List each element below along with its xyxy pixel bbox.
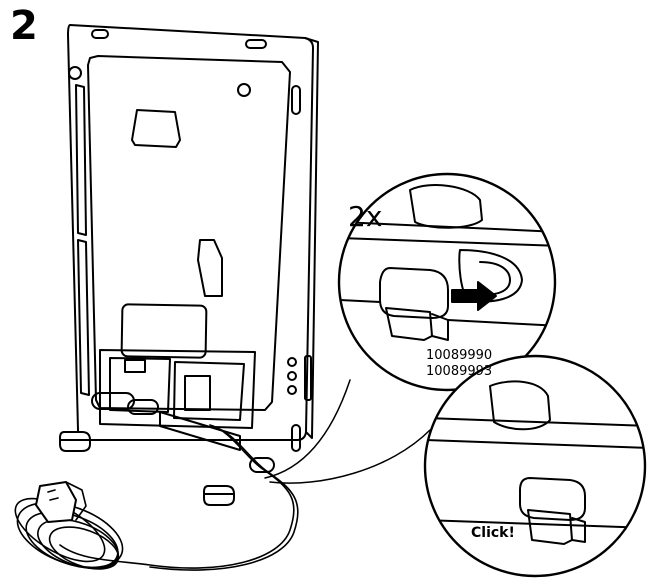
clip-part-left	[59, 431, 91, 452]
part-number: 10089990	[426, 348, 493, 363]
detail-circle-click	[423, 354, 647, 578]
back-panel	[67, 24, 319, 473]
power-cord	[14, 424, 299, 571]
clip-part-right	[203, 485, 235, 506]
detail-circle-insert	[337, 172, 557, 392]
part-number: 10089993	[426, 364, 493, 379]
quantity-multiplier: 2x	[348, 200, 383, 233]
insert-arrow-icon	[451, 281, 497, 311]
step-number: 2	[10, 3, 38, 49]
click-label: Click!	[471, 525, 515, 541]
